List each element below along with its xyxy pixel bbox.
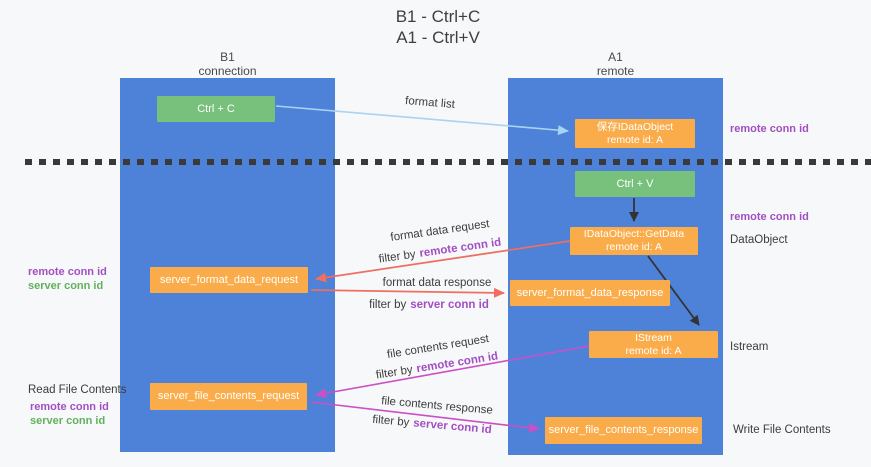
dataobject-annotation: DataObject [730, 234, 788, 246]
server-conn-id-annotation-left-1: server conn id [28, 280, 104, 292]
server-file-contents-request-box: server_file_contents_request [150, 383, 307, 410]
istream-line2: remote id: A [625, 344, 682, 357]
server-file-contents-response-box: server_file_contents_response [545, 417, 702, 444]
format-list-label: format list [404, 95, 456, 111]
save-idataobject-line2: remote id: A [606, 133, 664, 146]
server-format-data-response-label: server_format_data_response [516, 286, 664, 299]
istream-annotation: Istream [730, 341, 769, 353]
filter-by-text: filter by [371, 413, 410, 429]
ctrl-c-box: Ctrl + C [157, 96, 275, 122]
remote-conn-id-annotation-left-1: remote conn id [28, 266, 107, 278]
save-idataobject-line1: 保存IDataObject [596, 120, 674, 133]
getdata-line2: remote id: A [605, 241, 663, 253]
server-format-data-request-box: server_format_data_request [150, 267, 308, 293]
file-contents-response-label: file contents response [380, 395, 494, 417]
filter-by-text: filter by [378, 248, 417, 266]
idataobject-getdata-box: IDataObject::GetData remote id: A [570, 227, 698, 255]
server-format-data-response-box: server_format_data_response [510, 280, 670, 306]
right-column-header: A1 remote [508, 50, 723, 78]
remote-conn-id-annotation-right-2: remote conn id [730, 211, 809, 223]
ctrl-c-label: Ctrl + C [197, 102, 235, 115]
server-file-contents-request-label: server_file_contents_request [157, 390, 300, 402]
diagram-title: B1 - Ctrl+C A1 - Ctrl+V [288, 6, 588, 48]
remote-conn-id-annotation-left-2: remote conn id [30, 401, 109, 413]
right-column-role: remote [596, 64, 635, 78]
title-line-1: B1 - Ctrl+C [395, 7, 481, 26]
server-format-data-request-label: server_format_data_request [159, 273, 299, 286]
left-column-role: connection [198, 64, 257, 78]
write-file-contents-annotation: Write File Contents [733, 424, 831, 436]
read-file-contents-annotation: Read File Contents [28, 384, 127, 396]
getdata-line1: IDataObject::GetData [583, 228, 685, 240]
right-column-name: A1 [608, 50, 623, 64]
format-data-response-label: format data response [382, 277, 492, 289]
filter-by-text: filter by [375, 363, 414, 382]
istream-box: IStream remote id: A [589, 331, 718, 358]
save-idataobject-box: 保存IDataObject remote id: A [575, 119, 695, 148]
istream-line1: IStream [635, 331, 672, 344]
server-file-contents-response-label: server_file_contents_response [548, 424, 699, 436]
left-column-header: B1 connection [120, 50, 335, 78]
ctrl-v-box: Ctrl + V [575, 171, 695, 197]
remote-conn-id-annotation-right-1: remote conn id [730, 123, 809, 135]
format-data-response-arrow [310, 287, 505, 298]
server-conn-id-text: server conn id [410, 299, 489, 311]
title-line-2: A1 - Ctrl+V [396, 28, 480, 47]
server-conn-id-text: server conn id [412, 417, 493, 437]
ctrl-v-label: Ctrl + V [616, 177, 654, 190]
server-conn-id-annotation-left-2: server conn id [30, 415, 106, 427]
left-column-name: B1 [220, 50, 235, 64]
remote-conn-id-text: remote conn id [418, 236, 502, 260]
filter-by-text: filter by [369, 299, 407, 311]
